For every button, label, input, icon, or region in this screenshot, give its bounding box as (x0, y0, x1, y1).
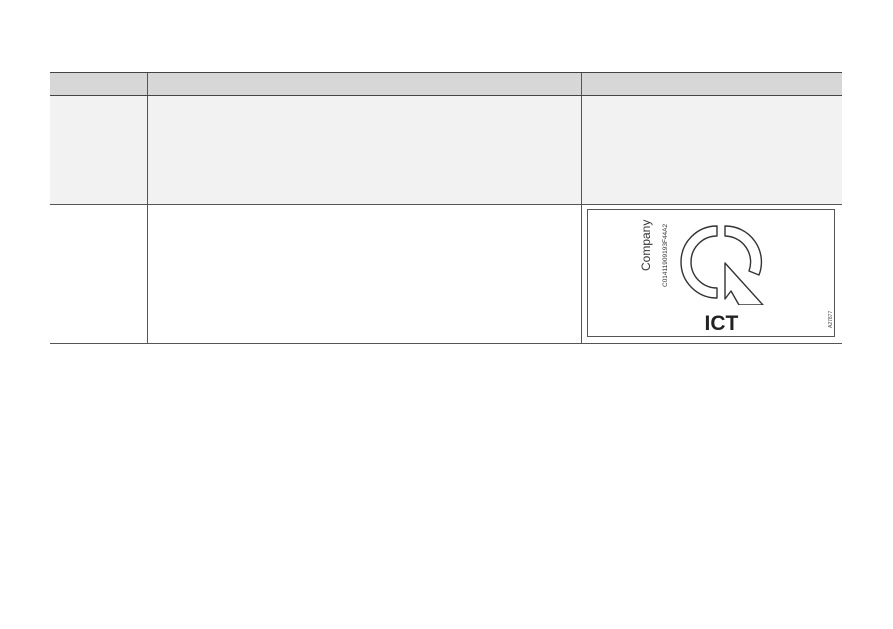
table-row: Company C01411909193F44A2 ICT A27877 (50, 204, 842, 344)
compliance-label-frame (586, 209, 835, 337)
table-header-row (50, 72, 842, 96)
header-cell-3 (580, 72, 842, 96)
table-row (50, 95, 842, 205)
spec-table: Company C01411909193F44A2 ICT A27877 (50, 72, 842, 344)
compliance-label: Company C01411909193F44A2 ICT A27877 (586, 209, 835, 337)
table-cell (146, 204, 581, 344)
header-cell-2 (146, 72, 581, 96)
label-code-text: C01411909193F44A2 (661, 223, 669, 287)
table-cell (580, 95, 842, 205)
rcm-compliance-mark-icon (679, 225, 764, 305)
label-cell: Company C01411909193F44A2 ICT A27877 (580, 204, 842, 344)
header-cell-1 (50, 72, 147, 96)
table-cell (50, 204, 147, 344)
label-ict-text: ICT (704, 312, 739, 335)
label-company-text: Company (638, 219, 653, 271)
table-cell (146, 95, 581, 205)
table-cell (50, 95, 147, 205)
label-reference-text: A27877 (827, 310, 834, 328)
